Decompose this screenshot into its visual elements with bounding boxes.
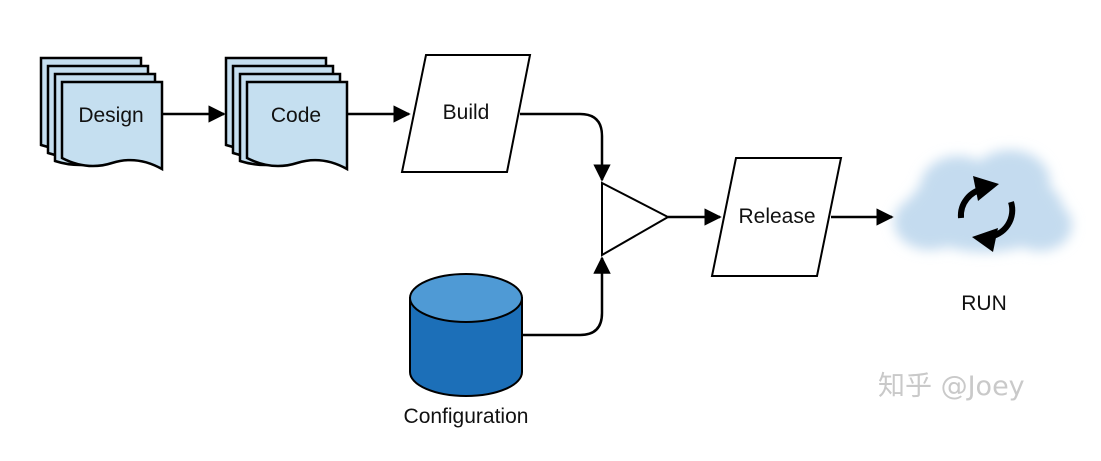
- watermark: 知乎 @Joey: [878, 371, 1025, 402]
- refresh-icon: [957, 176, 1016, 252]
- design-label: Design: [78, 104, 143, 127]
- configuration-database: Configuration: [404, 273, 529, 428]
- code-document-stack: Code: [224, 56, 349, 172]
- run-label: RUN: [961, 292, 1007, 315]
- build-step: Build: [400, 54, 532, 173]
- connectors: [163, 105, 894, 337]
- configuration-label: Configuration: [404, 405, 529, 428]
- merge-triangle: [601, 181, 671, 257]
- build-label: Build: [443, 101, 490, 124]
- design-document-stack: Design: [39, 56, 164, 172]
- code-label: Code: [271, 104, 321, 127]
- arrow-configuration-to-merge: [522, 256, 611, 337]
- release-label: Release: [738, 205, 815, 228]
- release-step: Release: [710, 157, 843, 277]
- arrow-build-to-merge: [520, 112, 611, 182]
- cloud-icon: [894, 150, 1072, 252]
